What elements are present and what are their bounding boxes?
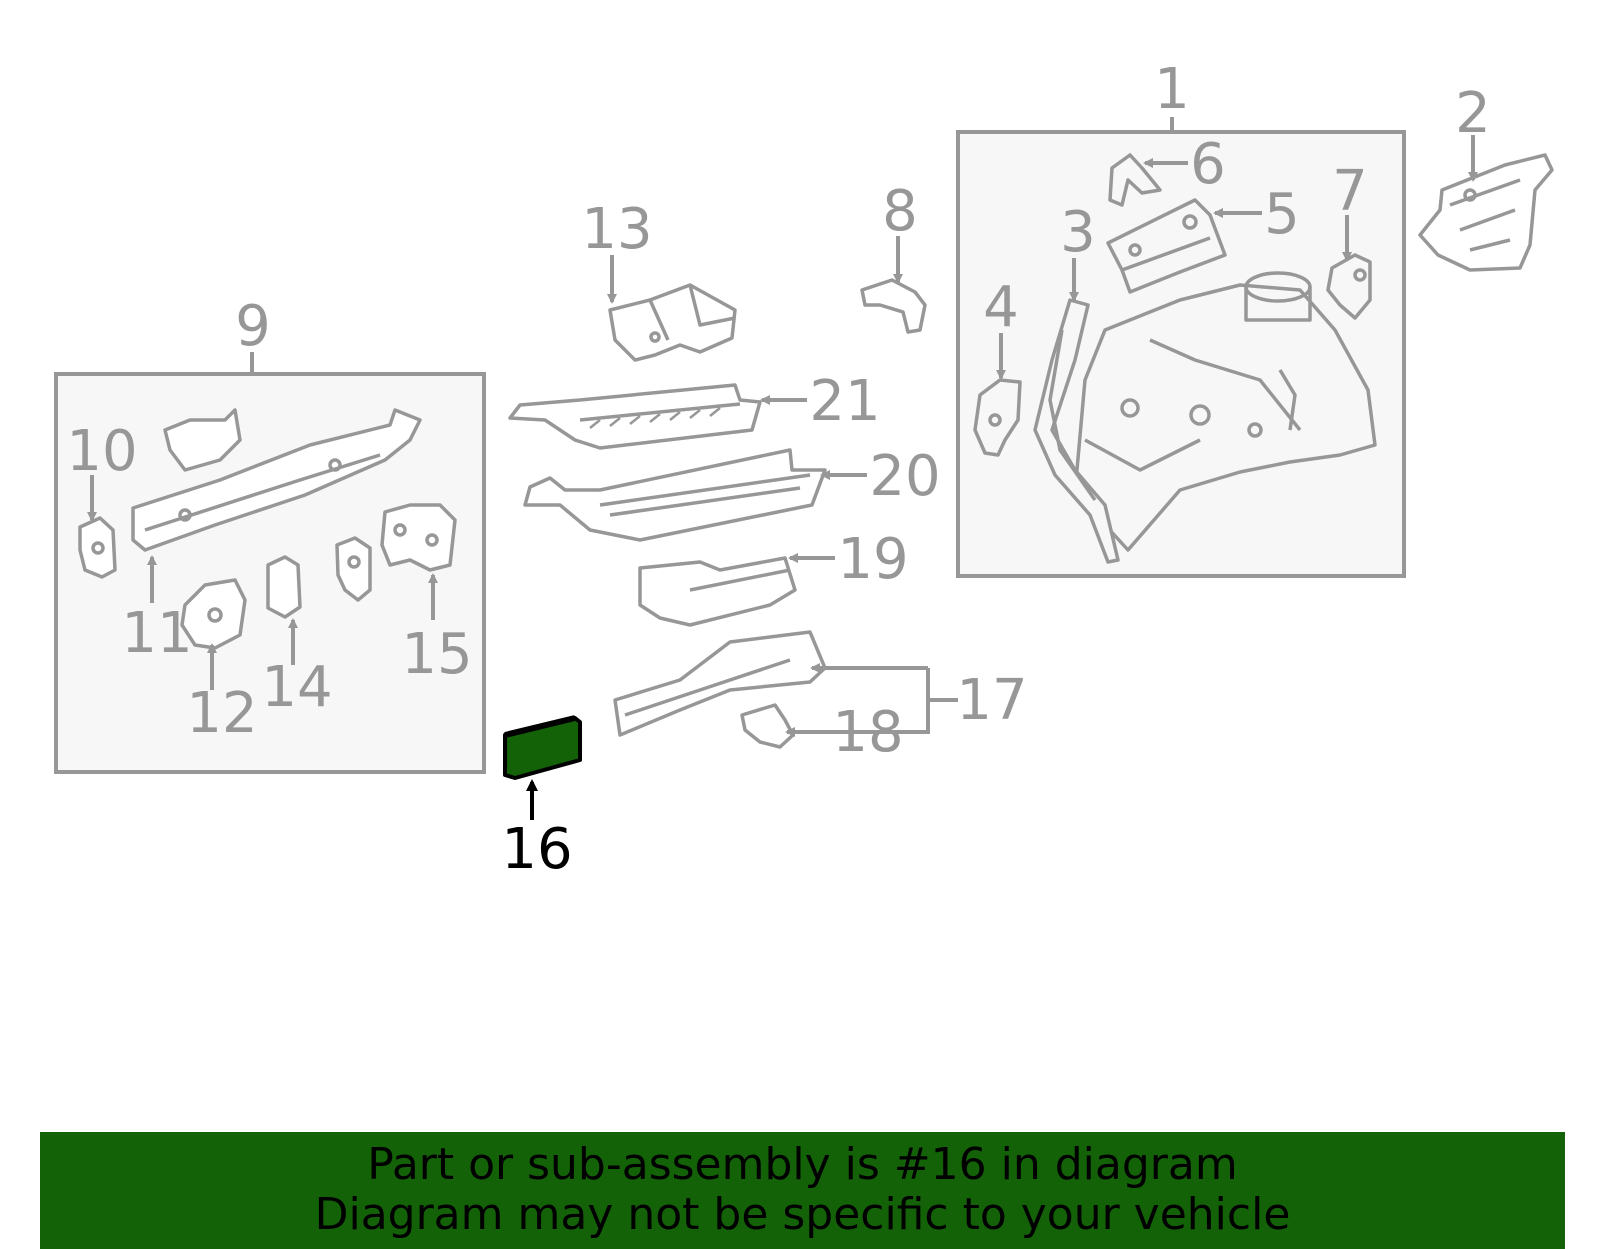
callout-2: 2	[1455, 81, 1491, 146]
callout-12: 12	[186, 681, 257, 746]
bracket-17	[832, 668, 930, 734]
part-bracket-8	[860, 278, 927, 334]
part-member-17	[613, 630, 827, 737]
callout-9: 9	[235, 294, 271, 359]
part-16-highlighted	[503, 715, 582, 780]
part-bracket-10	[78, 516, 117, 579]
callout-1: 1	[1154, 57, 1190, 122]
info-banner: Part or sub-assembly is #16 in diagram D…	[40, 1132, 1565, 1249]
part-bracket-18	[740, 703, 795, 749]
callout-19: 19	[837, 527, 908, 592]
part-side-member-20	[523, 448, 827, 542]
callout-5: 5	[1264, 182, 1300, 247]
callout-11: 11	[121, 601, 192, 666]
callout-17: 17	[956, 668, 1027, 733]
part-bracket-4	[973, 378, 1022, 457]
callout-8: 8	[882, 179, 918, 244]
callout-21: 21	[809, 369, 880, 434]
callout-7: 7	[1332, 159, 1368, 224]
part-wheelhouse	[1073, 271, 1377, 552]
part-bracket-9a	[163, 408, 242, 472]
part-bracket-14	[266, 555, 302, 619]
callout-13: 13	[581, 197, 652, 262]
part-mount-7	[1326, 253, 1372, 320]
part-bracket-12	[180, 578, 247, 650]
part-bracket-9b	[335, 536, 372, 602]
banner-line-2: Diagram may not be specific to your vehi…	[314, 1189, 1291, 1240]
part-side-member-21	[508, 383, 762, 450]
part-apron-reinforcement	[1033, 298, 1120, 564]
callout-20: 20	[869, 444, 940, 509]
part-rail-19	[638, 556, 797, 627]
part-bracket-6	[1108, 153, 1162, 207]
callout-6: 6	[1190, 132, 1226, 197]
part-rail-5	[1106, 198, 1227, 294]
banner-line-1: Part or sub-assembly is #16 in diagram	[367, 1139, 1238, 1190]
callout-4: 4	[983, 275, 1019, 340]
callout-18: 18	[832, 700, 903, 765]
callout-16-highlighted: 16	[501, 817, 572, 882]
callout-14: 14	[261, 655, 332, 720]
callout-10: 10	[66, 419, 137, 484]
part-bracket-15	[380, 503, 457, 572]
callout-3: 3	[1060, 200, 1096, 265]
callout-15: 15	[401, 622, 472, 687]
part-rail-11	[131, 408, 422, 552]
part-bracket-13	[608, 283, 737, 362]
part-panel-2	[1418, 153, 1554, 272]
